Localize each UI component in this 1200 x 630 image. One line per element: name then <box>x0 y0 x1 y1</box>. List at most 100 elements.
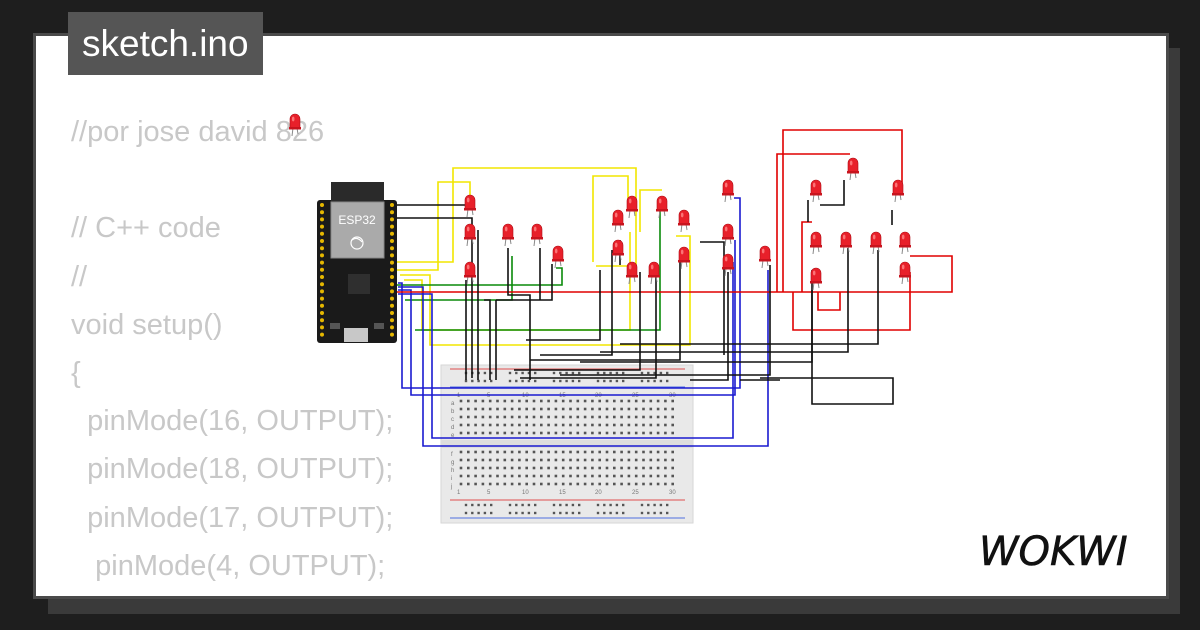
breadboard-hole <box>671 474 674 478</box>
led[interactable] <box>464 194 476 218</box>
breadboard-hole <box>671 466 674 470</box>
code-editor[interactable]: //por jose david 826// C++ code//void se… <box>71 108 393 596</box>
led[interactable] <box>759 245 771 269</box>
wire-red[interactable] <box>776 153 850 292</box>
led[interactable] <box>612 209 624 233</box>
led[interactable] <box>552 245 564 269</box>
row-letter: b <box>451 409 455 415</box>
led[interactable] <box>612 239 624 263</box>
wire-red[interactable] <box>817 292 841 311</box>
led[interactable] <box>464 223 476 247</box>
breadboard-hole <box>503 474 507 478</box>
breadboard-hole <box>525 466 528 470</box>
breadboard-hole <box>569 415 572 419</box>
wire-red[interactable] <box>782 129 903 292</box>
row-letter: f <box>451 452 453 458</box>
wire-black[interactable] <box>496 264 553 301</box>
wire-black[interactable] <box>690 272 729 381</box>
led[interactable] <box>678 209 690 233</box>
led[interactable] <box>722 253 734 277</box>
file-tab[interactable]: sketch.ino <box>68 12 263 75</box>
wire-black[interactable] <box>507 248 531 380</box>
wire-black[interactable] <box>600 248 849 353</box>
wire-black[interactable] <box>526 270 601 341</box>
wire-blue[interactable] <box>398 262 734 439</box>
wire-yellow[interactable] <box>396 181 471 271</box>
breadboard-hole <box>496 399 499 403</box>
wire-green[interactable] <box>396 267 563 286</box>
breadboard-hole <box>591 431 594 435</box>
breadboard-hole <box>583 482 587 486</box>
led[interactable] <box>626 261 638 285</box>
wire-black[interactable] <box>700 241 725 355</box>
led[interactable] <box>810 179 822 203</box>
wire-yellow[interactable] <box>592 175 629 262</box>
wire-black[interactable] <box>484 299 491 380</box>
wire-blue[interactable] <box>398 197 741 389</box>
led[interactable] <box>722 179 734 203</box>
wires[interactable] <box>396 129 953 447</box>
row-letter: d <box>451 425 454 431</box>
wire-yellow[interactable] <box>396 167 637 267</box>
reset-button[interactable] <box>374 323 384 329</box>
wire-red[interactable] <box>396 255 953 293</box>
wire-yellow[interactable] <box>639 189 662 232</box>
led[interactable] <box>870 231 882 255</box>
led[interactable] <box>892 179 904 203</box>
wire-blue[interactable] <box>398 270 769 447</box>
esp32-board[interactable]: ESP32 <box>317 182 397 343</box>
led[interactable] <box>531 223 543 247</box>
breadboard-hole <box>496 450 499 454</box>
wire-black[interactable] <box>396 217 473 378</box>
wire-black[interactable] <box>560 265 771 376</box>
wire-black[interactable] <box>540 250 613 356</box>
wire-red[interactable] <box>792 272 911 331</box>
wire-black[interactable] <box>520 276 657 379</box>
wire-yellow[interactable] <box>400 235 691 346</box>
breadboard-hole <box>467 423 470 427</box>
wire-black[interactable] <box>820 180 845 206</box>
breadboard-hole <box>474 458 477 462</box>
led[interactable] <box>722 223 734 247</box>
wire-black[interactable] <box>760 270 894 405</box>
led[interactable] <box>656 195 668 219</box>
breadboard-hole <box>627 458 631 462</box>
led[interactable] <box>810 231 822 255</box>
wire-black[interactable] <box>514 272 641 371</box>
rail-hole <box>477 503 480 507</box>
leds[interactable] <box>289 113 911 291</box>
breadboard-hole <box>532 458 536 462</box>
rail-hole <box>490 371 493 375</box>
rail-hole <box>609 371 612 375</box>
led[interactable] <box>626 195 638 219</box>
brand-name: WOKWI <box>979 529 1128 575</box>
breadboard-hole <box>649 399 653 403</box>
led[interactable] <box>289 113 301 137</box>
led[interactable] <box>678 246 690 270</box>
led[interactable] <box>502 223 514 247</box>
led[interactable] <box>810 267 822 291</box>
led[interactable] <box>847 157 859 181</box>
header-pin <box>320 231 324 236</box>
header-pin <box>320 318 324 323</box>
led[interactable] <box>648 261 660 285</box>
wire-black[interactable] <box>530 262 681 361</box>
led[interactable] <box>899 231 911 255</box>
header-pin <box>320 303 324 308</box>
breadboard-hole <box>467 431 470 435</box>
breadboard-hole <box>540 474 543 478</box>
breadboard-hole <box>525 458 528 462</box>
boot-button[interactable] <box>330 323 340 329</box>
breadboard-hole <box>671 450 674 454</box>
wire-black[interactable] <box>620 250 879 345</box>
breadboard-hole <box>518 415 521 419</box>
breadboard[interactable]: 1 5 10 15 20 25 30 1 5 10 15 20 25 30 a … <box>440 364 694 524</box>
row-letter: a <box>451 401 455 407</box>
header-pin <box>390 296 394 301</box>
rail-hole <box>647 379 650 383</box>
led[interactable] <box>464 261 476 285</box>
led[interactable] <box>899 261 911 285</box>
led[interactable] <box>840 231 852 255</box>
rail-hole <box>483 379 487 383</box>
